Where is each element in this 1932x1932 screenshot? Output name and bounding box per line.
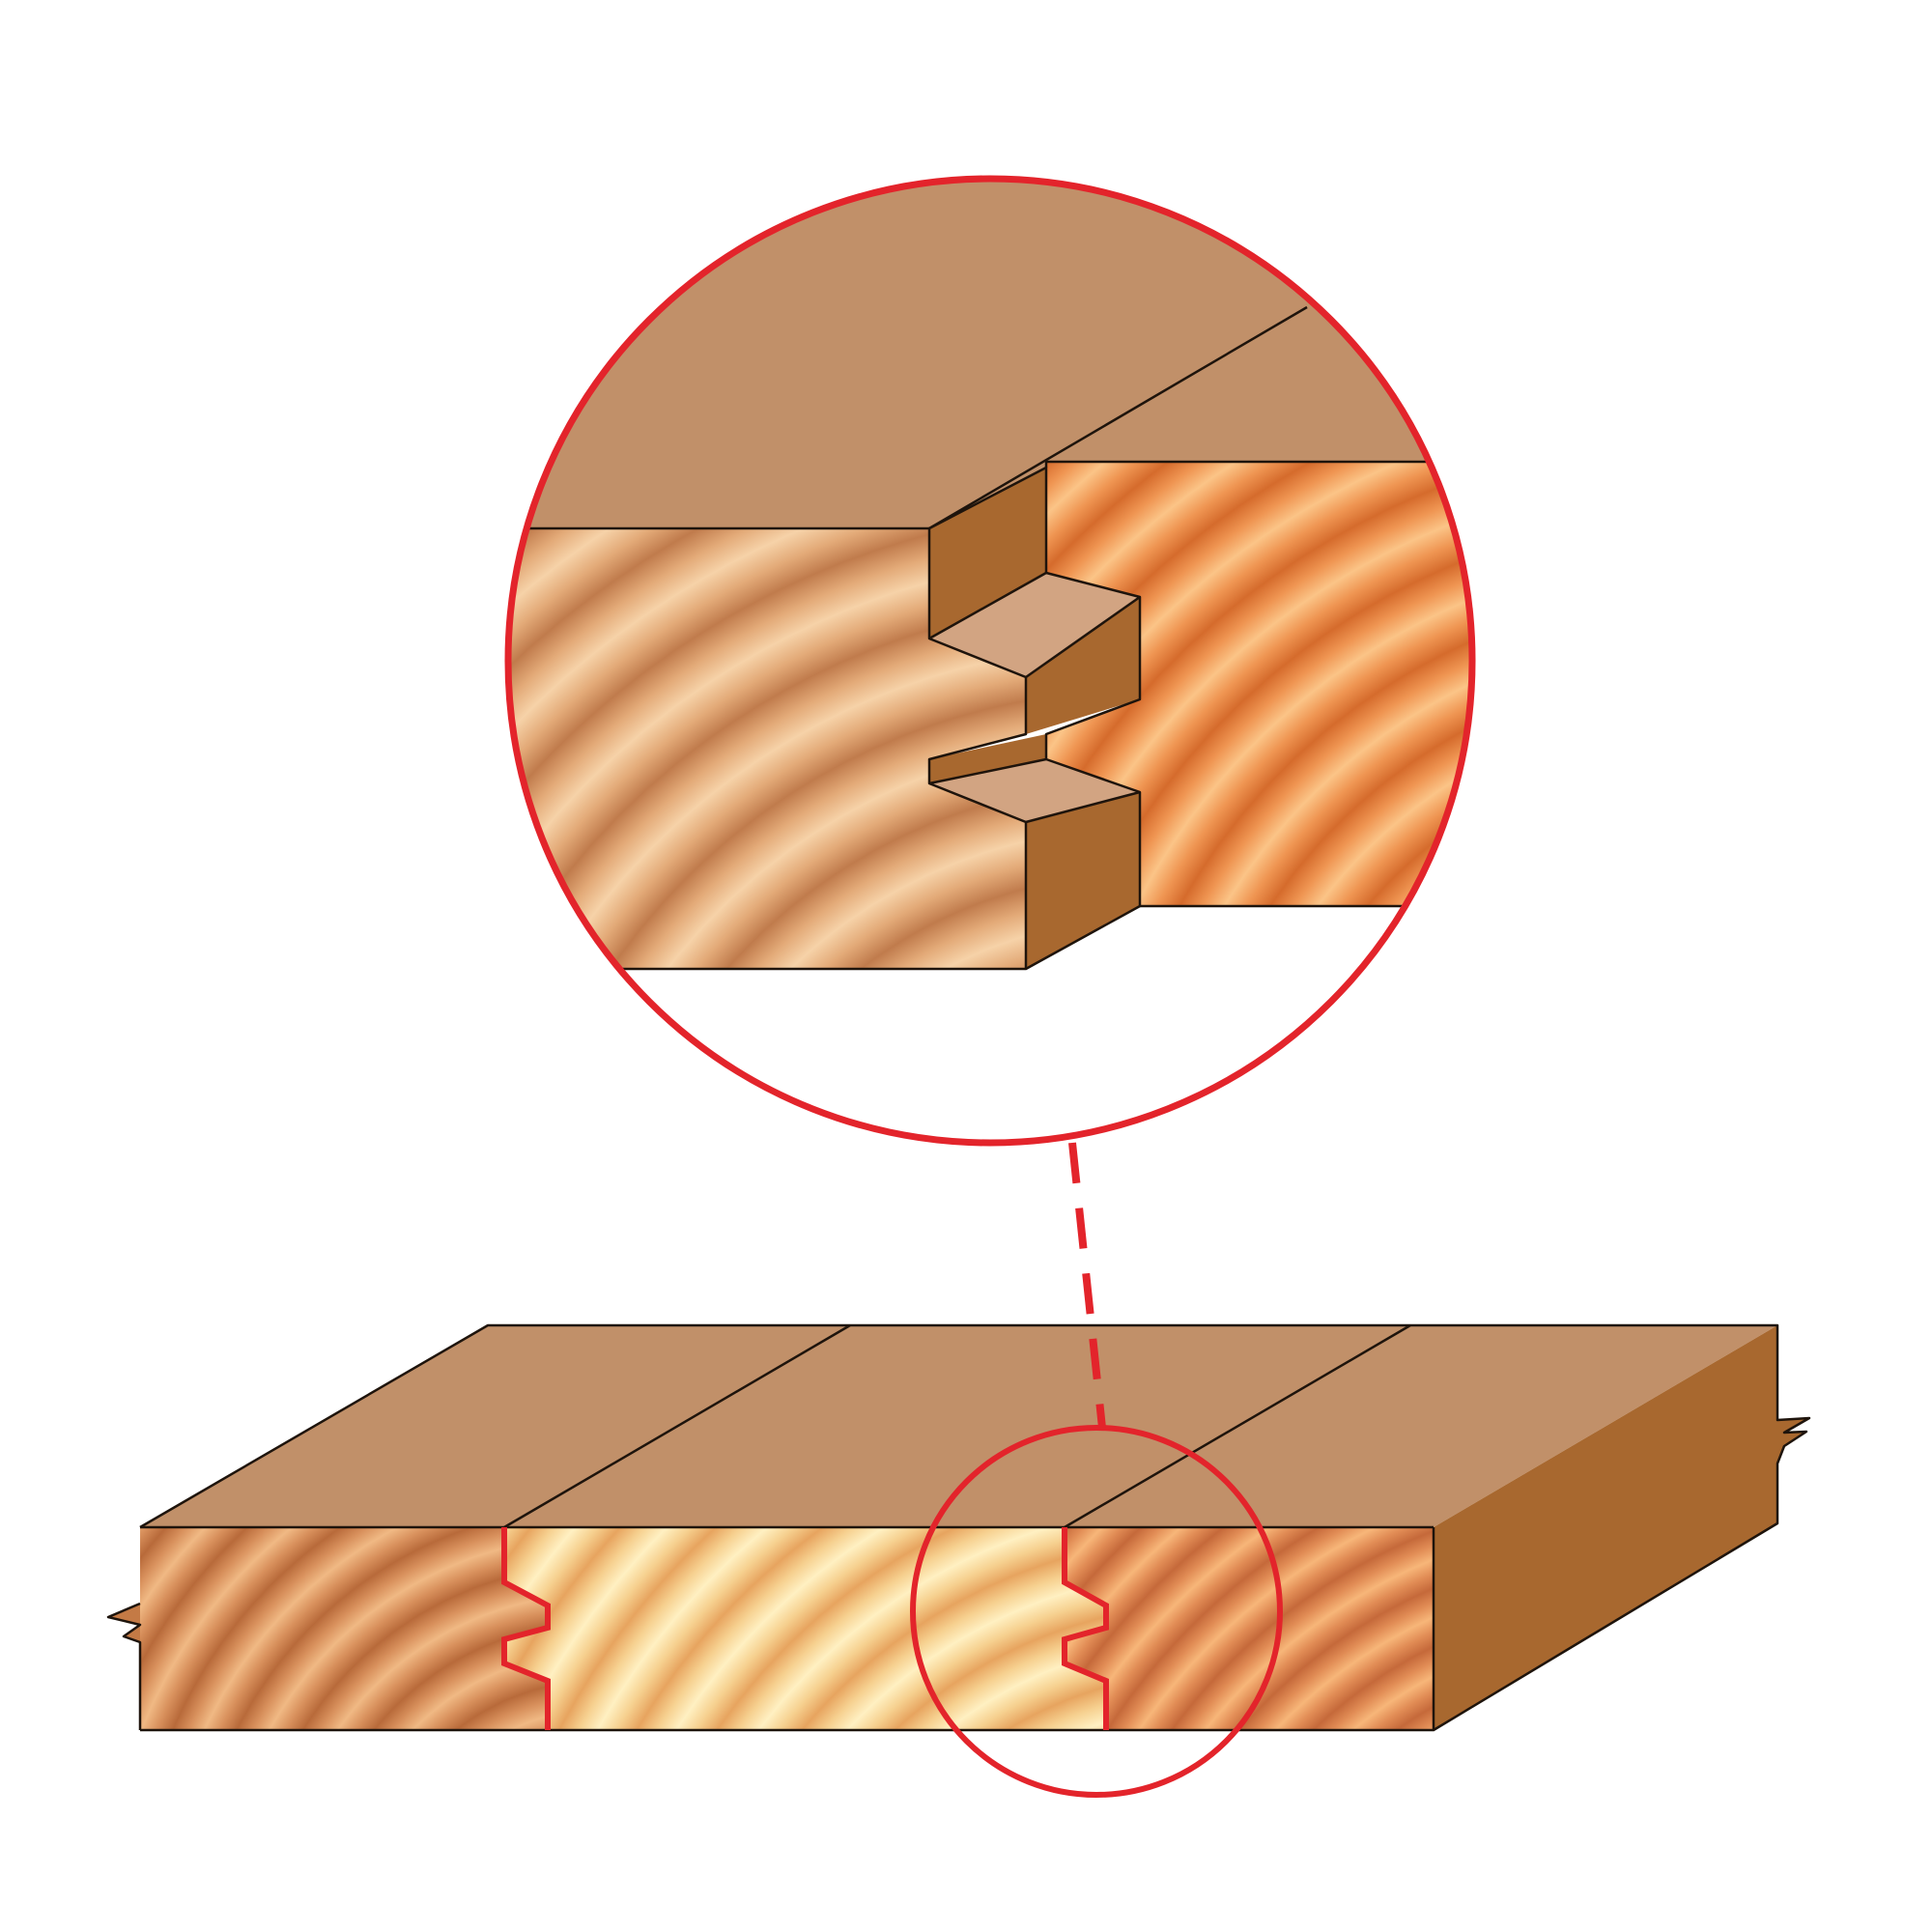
board-middle-front-face bbox=[504, 1527, 1106, 1730]
board-left-front-face bbox=[140, 1527, 548, 1730]
break-mark-icon bbox=[108, 1604, 140, 1730]
zoom-detail-view bbox=[502, 145, 1488, 1154]
board-right-front-face bbox=[1065, 1527, 1434, 1730]
floor-board-assembly bbox=[108, 1325, 1809, 1795]
